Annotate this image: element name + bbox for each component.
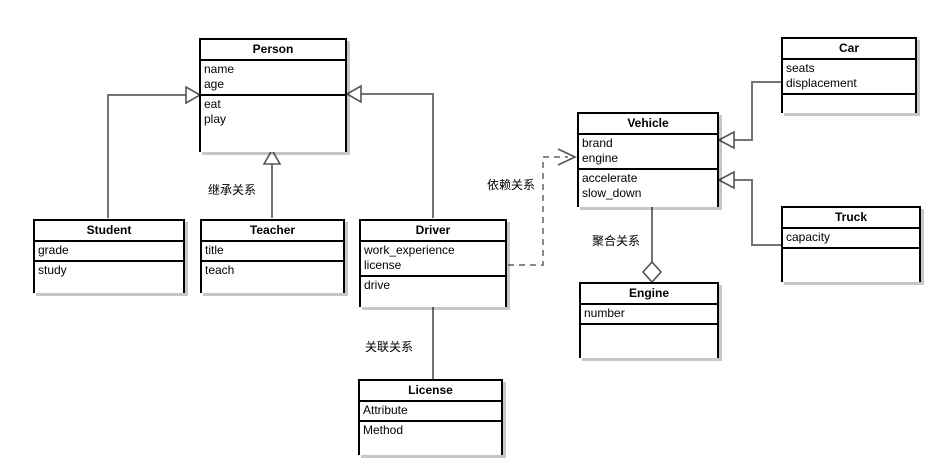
attributes-compartment-person: name age — [201, 61, 345, 96]
attribute-item: capacity — [786, 230, 831, 244]
class-name-driver: Driver — [361, 221, 505, 242]
class-name-license: License — [360, 381, 501, 402]
attributes-compartment-vehicle: brand engine — [579, 135, 717, 170]
operations-compartment-vehicle: accelerate slow_down — [579, 170, 717, 207]
edge-label-dependency: 依赖关系 — [487, 178, 536, 192]
class-box-truck[interactable]: Truck capacity — [781, 206, 921, 282]
edge-label-inheritance: 继承关系 — [208, 183, 257, 197]
attribute-item: displacement — [786, 76, 857, 90]
operation-item: study — [38, 263, 67, 277]
attributes-compartment-driver: work_experience license — [361, 242, 505, 277]
class-box-car[interactable]: Car seats displacement — [781, 37, 917, 113]
class-box-vehicle[interactable]: Vehicle brand engine accelerate slow_dow… — [577, 112, 719, 207]
class-box-teacher[interactable]: Teacher title teach — [200, 219, 345, 293]
generalization-arrowhead-truck — [717, 170, 735, 190]
attributes-compartment-student: grade — [35, 242, 183, 262]
attributes-compartment-car: seats displacement — [783, 60, 915, 95]
operations-compartment-license: Method — [360, 422, 501, 455]
class-box-student[interactable]: Student grade study — [33, 219, 185, 293]
edge-student-person — [107, 94, 202, 218]
attribute-item: name — [204, 62, 235, 76]
attributes-compartment-truck: capacity — [783, 229, 919, 249]
attributes-compartment-engine: number — [581, 305, 717, 325]
edge-label-aggregation: 聚合关系 — [592, 234, 641, 248]
attribute-item: engine — [582, 151, 619, 165]
generalization-arrowhead-car — [717, 130, 735, 150]
operations-compartment-car — [783, 95, 915, 113]
operation-item: play — [204, 112, 227, 126]
class-box-person[interactable]: Person name age eat play — [199, 38, 347, 152]
operations-compartment-engine — [581, 325, 717, 358]
attributes-compartment-license: Attribute — [360, 402, 501, 422]
attribute-item: Attribute — [363, 403, 408, 417]
attribute-item: brand — [582, 136, 613, 150]
generalization-arrowhead-teacher — [262, 148, 282, 165]
class-name-teacher: Teacher — [202, 221, 343, 242]
edge-car-vehicle — [734, 81, 782, 141]
class-name-student: Student — [35, 221, 183, 242]
operations-compartment-teacher: teach — [202, 262, 343, 293]
operations-compartment-driver: drive — [361, 277, 505, 307]
operations-compartment-student: study — [35, 262, 183, 293]
class-name-person: Person — [201, 40, 345, 61]
class-name-car: Car — [783, 39, 915, 60]
edge-label-association: 关联关系 — [365, 340, 414, 354]
class-name-truck: Truck — [783, 208, 919, 229]
operation-item: drive — [364, 278, 391, 292]
aggregation-diamond — [641, 260, 663, 284]
attribute-item: grade — [38, 243, 69, 257]
attribute-item: license — [364, 258, 402, 272]
attribute-item: number — [584, 306, 625, 320]
operation-item: Method — [363, 423, 404, 437]
edge-truck-vehicle — [734, 179, 782, 246]
generalization-arrowhead-driver — [345, 84, 362, 104]
operations-compartment-truck — [783, 249, 919, 282]
operation-item: teach — [205, 263, 235, 277]
operations-compartment-person: eat play — [201, 96, 345, 152]
operation-item: slow_down — [582, 186, 642, 200]
dependency-arrowhead — [557, 148, 577, 166]
attribute-item: work_experience — [364, 243, 455, 257]
edge-driver-vehicle-dependency — [508, 156, 568, 266]
attributes-compartment-teacher: title — [202, 242, 343, 262]
edge-driver-person — [361, 93, 434, 218]
class-name-engine: Engine — [581, 284, 717, 305]
class-name-vehicle: Vehicle — [579, 114, 717, 135]
attribute-item: seats — [786, 61, 815, 75]
generalization-arrowhead-student — [185, 85, 202, 105]
attribute-item: age — [204, 77, 225, 91]
attribute-item: title — [205, 243, 224, 257]
operation-item: accelerate — [582, 171, 638, 185]
operation-item: eat — [204, 97, 221, 111]
class-box-driver[interactable]: Driver work_experience license drive — [359, 219, 507, 307]
class-box-engine[interactable]: Engine number — [579, 282, 719, 358]
class-box-license[interactable]: License Attribute Method — [358, 379, 503, 455]
